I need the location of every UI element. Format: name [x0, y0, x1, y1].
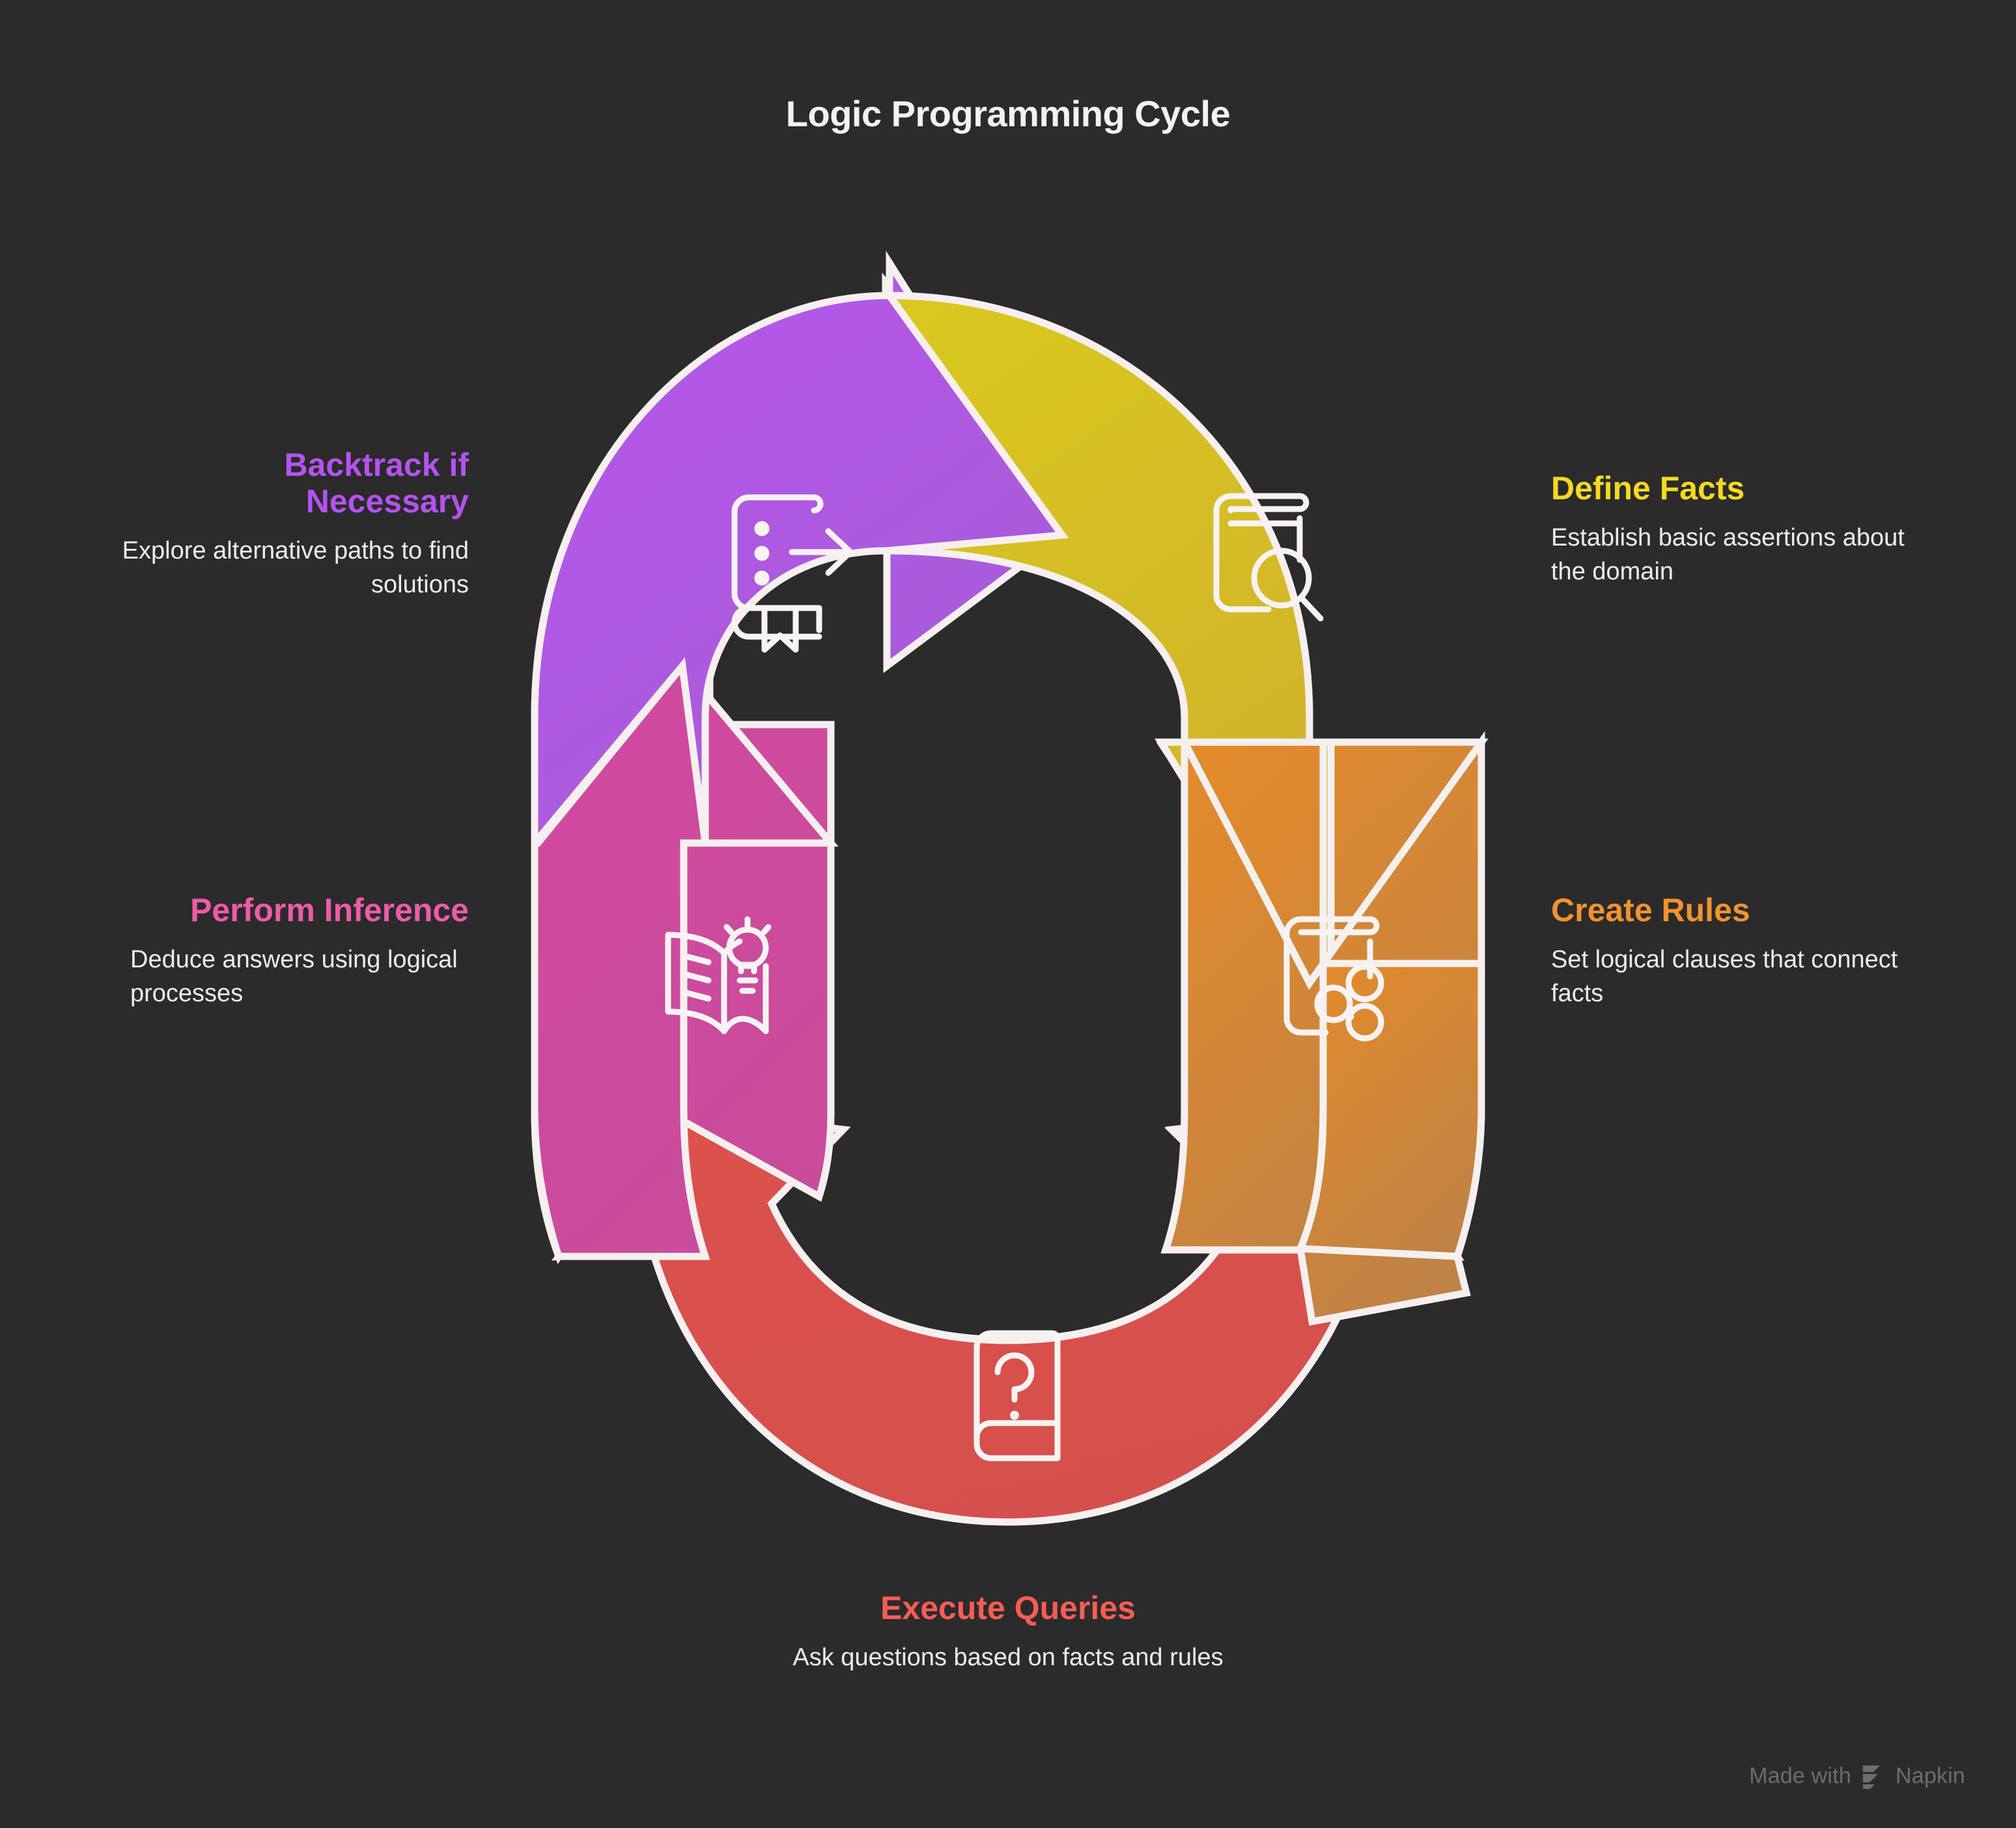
watermark-brand: Napkin — [1895, 1763, 1965, 1788]
label-title-backtrack-line1: Backtrack if — [284, 447, 469, 483]
napkin-watermark: Made with Napkin — [1749, 1763, 1965, 1789]
label-desc-backtrack: Explore alternative paths to find soluti… — [122, 537, 469, 599]
napkin-chevron-logo-icon — [1860, 1763, 1886, 1789]
book-share-nodes-icon — [1283, 916, 1384, 1042]
label-perform-inference: Perform Inference Deduce answers using l… — [130, 892, 469, 1011]
label-desc-perform-inference: Deduce answers using logical processes — [130, 946, 458, 1008]
label-title-perform-inference: Perform Inference — [190, 892, 469, 928]
label-execute-queries: Execute Queries Ask questions based on f… — [715, 1590, 1301, 1674]
segment-perform-inference-shape — [531, 660, 839, 1260]
label-desc-define-facts: Establish basic assertions about the dom… — [1551, 524, 1905, 586]
label-create-rules: Create Rules Set logical clauses that co… — [1551, 892, 1942, 1011]
label-desc-create-rules: Set logical clauses that connect facts — [1551, 946, 1898, 1008]
label-desc-execute-queries: Ask questions based on facts and rules — [792, 1644, 1224, 1671]
book-magnifier-icon — [1213, 493, 1324, 622]
watermark-prefix: Made with — [1749, 1763, 1851, 1788]
label-title-define-facts: Define Facts — [1551, 470, 1745, 506]
open-book-lightbulb-icon — [665, 916, 772, 1034]
segment-create-rules-shaft — [1295, 960, 1485, 1260]
label-title-backtrack: Backtrack if Necessary — [98, 447, 469, 519]
label-backtrack-if-necessary: Backtrack if Necessary Explore alternati… — [98, 447, 469, 602]
label-define-facts: Define Facts Establish basic assertions … — [1551, 470, 1942, 589]
label-title-execute-queries: Execute Queries — [880, 1590, 1136, 1626]
label-title-backtrack-line2: Necessary — [305, 483, 469, 519]
book-question-mark-icon — [973, 1330, 1061, 1461]
page-title: Logic Programming Cycle — [785, 93, 1231, 134]
book-bookmark-arrow-icon — [731, 494, 854, 653]
label-title-create-rules: Create Rules — [1551, 892, 1750, 928]
